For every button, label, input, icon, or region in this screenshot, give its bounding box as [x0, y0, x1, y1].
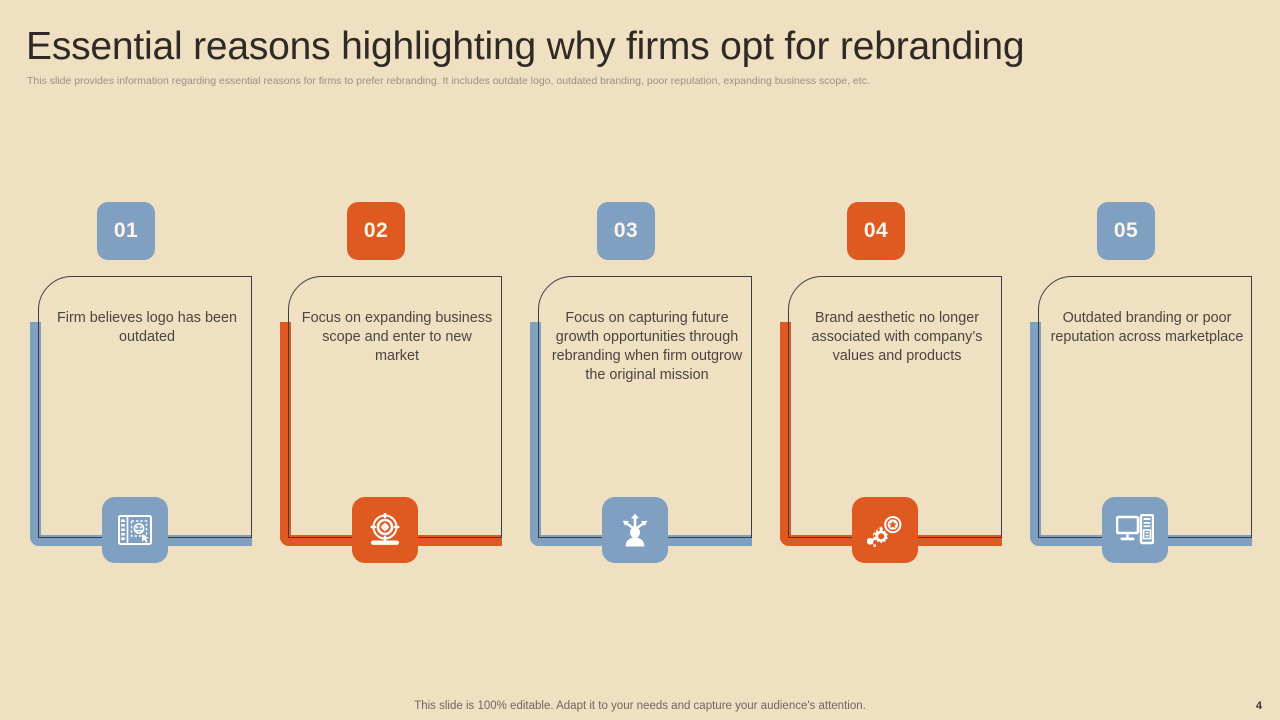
reason-text-4: Brand aesthetic no longer associated wit… — [811, 310, 983, 364]
reason-column-4[interactable]: 04 Brand aesthetic no longer associated … — [766, 196, 1016, 586]
step-number-badge-1: 01 — [97, 202, 155, 260]
icon-tile-4[interactable] — [852, 497, 918, 563]
reason-column-3[interactable]: 03 Focus on capturing future growth oppo… — [516, 196, 766, 586]
icon-tile-3[interactable] — [602, 497, 668, 563]
reason-columns: 01 Firm believes logo has been outdated — [0, 196, 1280, 586]
footer-note: This slide is 100% editable. Adapt it to… — [414, 700, 866, 712]
card-outline-3: Focus on capturing future growth opportu… — [538, 276, 752, 538]
reason-text-2: Focus on expanding business scope and en… — [301, 310, 493, 364]
reason-column-1[interactable]: 01 Firm believes logo has been outdated — [16, 196, 266, 586]
step-number-badge-3: 03 — [597, 202, 655, 260]
step-number-badge-5: 05 — [1097, 202, 1155, 260]
target-crosshair-icon — [367, 513, 403, 547]
logo-design-screen-icon — [118, 515, 152, 545]
icon-tile-1[interactable] — [102, 497, 168, 563]
page-number: 4 — [1255, 700, 1262, 712]
reason-text-5: Outdated branding or poor reputation acr… — [1050, 310, 1244, 345]
page-subtitle: This slide provides information regardin… — [27, 75, 870, 87]
step-number-label-1: 01 — [113, 219, 139, 242]
desktop-computer-icon — [1116, 514, 1154, 546]
icon-tile-5[interactable] — [1102, 497, 1168, 563]
step-number-badge-4: 04 — [847, 202, 905, 260]
card-outline-1: Firm believes logo has been outdated — [38, 276, 252, 538]
reason-column-2[interactable]: 02 Focus on expanding business scope and… — [266, 196, 516, 586]
icon-tile-2[interactable] — [352, 497, 418, 563]
reason-text-3: Focus on capturing future growth opportu… — [551, 310, 743, 383]
step-number-label-3: 03 — [613, 219, 639, 242]
reason-column-5[interactable]: 05 Outdated branding or poor reputation … — [1016, 196, 1266, 586]
step-number-label-4: 04 — [863, 219, 889, 242]
reason-text-1: Firm believes logo has been outdated — [57, 310, 237, 345]
page-title: Essential reasons highlighting why firms… — [26, 25, 1025, 68]
person-growth-arrows-icon — [617, 513, 653, 547]
step-number-badge-2: 02 — [347, 202, 405, 260]
step-number-label-5: 05 — [1113, 219, 1139, 242]
step-number-label-2: 02 — [363, 219, 389, 242]
gears-star-badge-icon — [867, 513, 903, 547]
